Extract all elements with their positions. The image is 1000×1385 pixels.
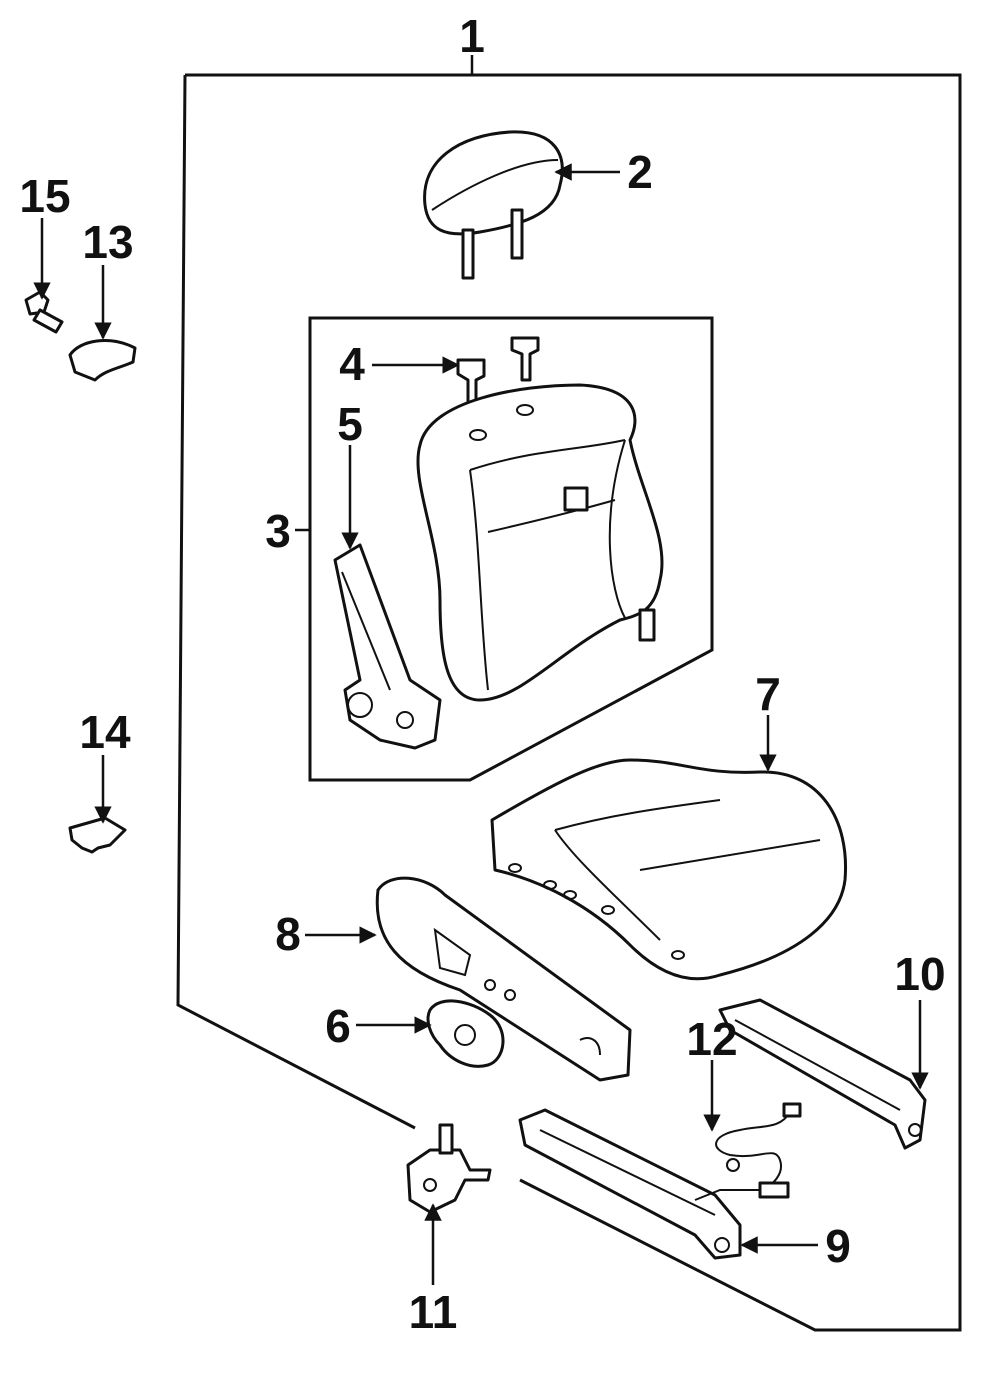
anchor-bracket	[406, 1123, 492, 1214]
callout-3: 3	[265, 505, 291, 557]
callout-14: 14	[79, 706, 131, 758]
callout-15: 15	[19, 170, 70, 222]
callout-2: 2	[627, 146, 653, 198]
clip	[68, 816, 127, 854]
callout-11: 11	[409, 1286, 458, 1338]
assembly-frame	[176, 73, 962, 1332]
seat-track-left	[518, 1108, 760, 1260]
callout-8: 8	[275, 908, 301, 960]
callout-9: 9	[825, 1220, 851, 1272]
callout-4: 4	[339, 338, 365, 390]
bolt	[24, 290, 64, 334]
seat-cushion	[490, 758, 848, 981]
callout-13: 13	[82, 216, 133, 268]
seat-back	[416, 383, 664, 702]
trim-cap	[68, 339, 137, 382]
callout-12: 12	[686, 1013, 737, 1065]
callout-5: 5	[337, 398, 363, 450]
recliner-bracket	[333, 543, 442, 750]
side-cover	[375, 876, 632, 1082]
backrest-subframe	[308, 316, 714, 782]
seat-track-right	[718, 998, 927, 1150]
headrest	[423, 130, 564, 280]
callout-6: 6	[325, 1000, 351, 1052]
recliner-knob	[426, 999, 505, 1068]
callout-10: 10	[894, 948, 945, 1000]
callout-7: 7	[755, 668, 781, 720]
wire-harness	[715, 1102, 802, 1199]
callout-1: 1	[459, 10, 485, 62]
